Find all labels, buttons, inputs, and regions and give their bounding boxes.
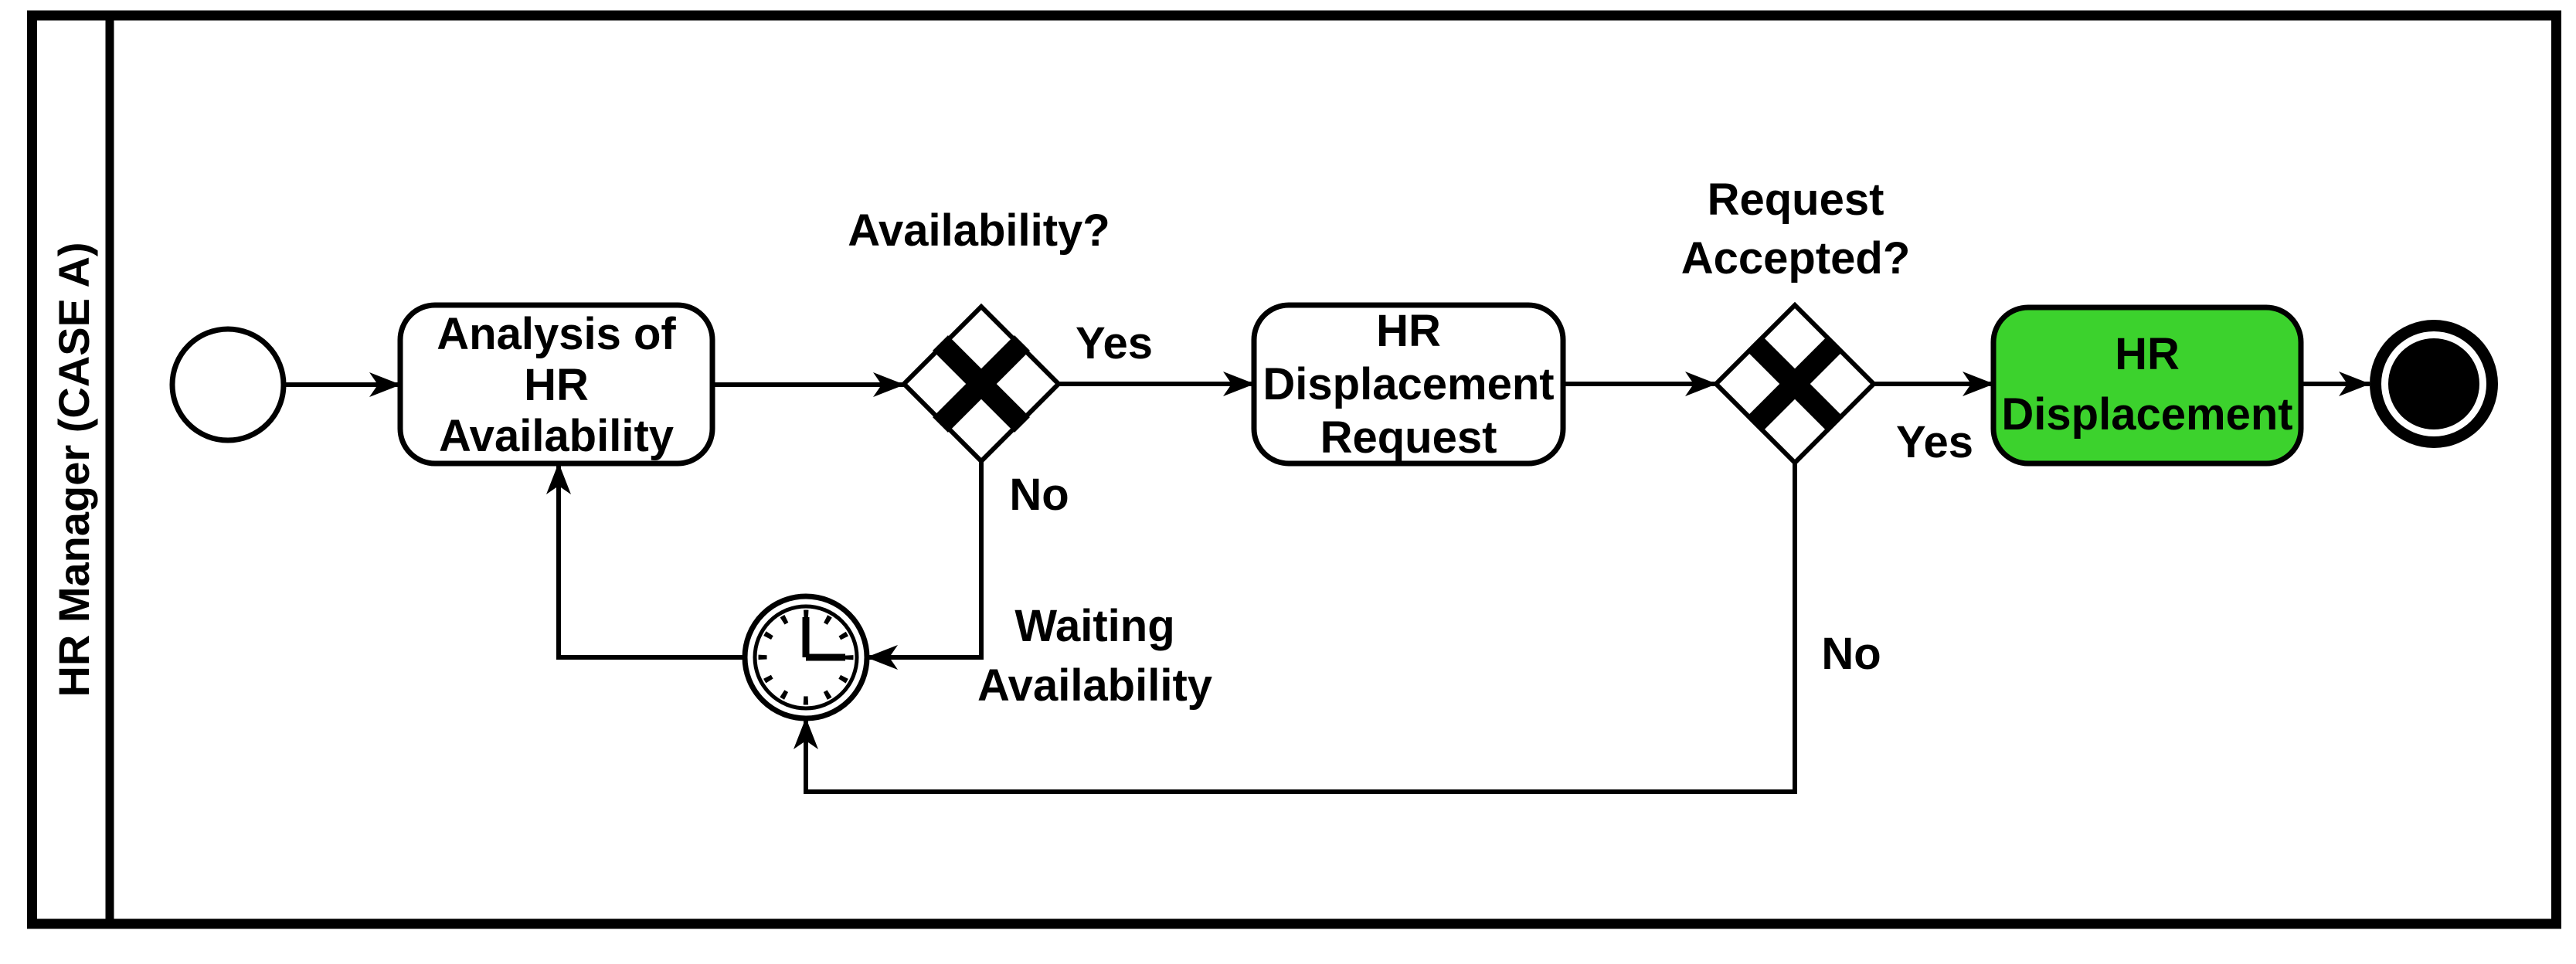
flow-accepted-no-to-timer bbox=[794, 463, 1797, 794]
task-analysis-label-line3: Availability bbox=[439, 411, 674, 461]
edge-label-accepted-yes: Yes bbox=[1896, 417, 1973, 467]
timer-event-waiting-availability: Waiting Availability bbox=[742, 593, 1212, 721]
task-request-label-line1: HR bbox=[1376, 306, 1441, 356]
x-exclusive-gateway-icon bbox=[933, 335, 1030, 433]
gateway-availability: Availability? bbox=[848, 205, 1110, 465]
task-displacement-label-line1: HR bbox=[2115, 329, 2180, 379]
task-analysis-label-line2: HR bbox=[524, 360, 589, 410]
lane-label: HR Manager (CASE A) bbox=[49, 242, 98, 697]
gateway-accepted-label-line1: Request bbox=[1708, 175, 1884, 225]
flow-availability-no-to-timer bbox=[866, 461, 984, 670]
gateway-accepted-label-line2: Accepted? bbox=[1681, 233, 1911, 283]
edge-label-availability-yes: Yes bbox=[1076, 318, 1153, 368]
timer-label-line1: Waiting bbox=[1014, 601, 1174, 651]
task-request-label-line2: Displacement bbox=[1263, 359, 1554, 409]
end-event bbox=[2370, 320, 2498, 448]
gateway-availability-label: Availability? bbox=[848, 205, 1110, 256]
flow-timer-to-analysis bbox=[546, 463, 745, 660]
edge-label-accepted-no: No bbox=[1821, 629, 1881, 679]
timer-label-line2: Availability bbox=[977, 660, 1212, 711]
end-event-core bbox=[2388, 338, 2479, 429]
task-analysis-of-hr-availability: Analysis of HR Availability bbox=[397, 302, 715, 467]
task-request-label-line3: Request bbox=[1320, 412, 1497, 463]
task-hr-displacement-request: HR Displacement Request bbox=[1251, 302, 1566, 467]
task-displacement-label-line2: Displacement bbox=[2001, 389, 2292, 440]
task-displacement-shape bbox=[1990, 304, 2304, 467]
task-request-shape bbox=[1251, 302, 1566, 467]
edge-label-availability-no: No bbox=[1009, 470, 1069, 520]
gateway-request-accepted: Request Accepted? bbox=[1681, 175, 1911, 467]
x-exclusive-gateway-icon bbox=[1746, 335, 1844, 433]
lane-header: HR Manager (CASE A) bbox=[49, 242, 98, 697]
task-analysis-label-line1: Analysis of bbox=[437, 309, 676, 359]
start-event bbox=[169, 326, 287, 443]
pool-border bbox=[27, 10, 2561, 929]
task-hr-displacement: HR Displacement bbox=[1990, 304, 2304, 467]
clock-icon bbox=[802, 617, 845, 661]
task-analysis-shape bbox=[397, 302, 715, 467]
clock-ticks-icon bbox=[758, 609, 854, 705]
